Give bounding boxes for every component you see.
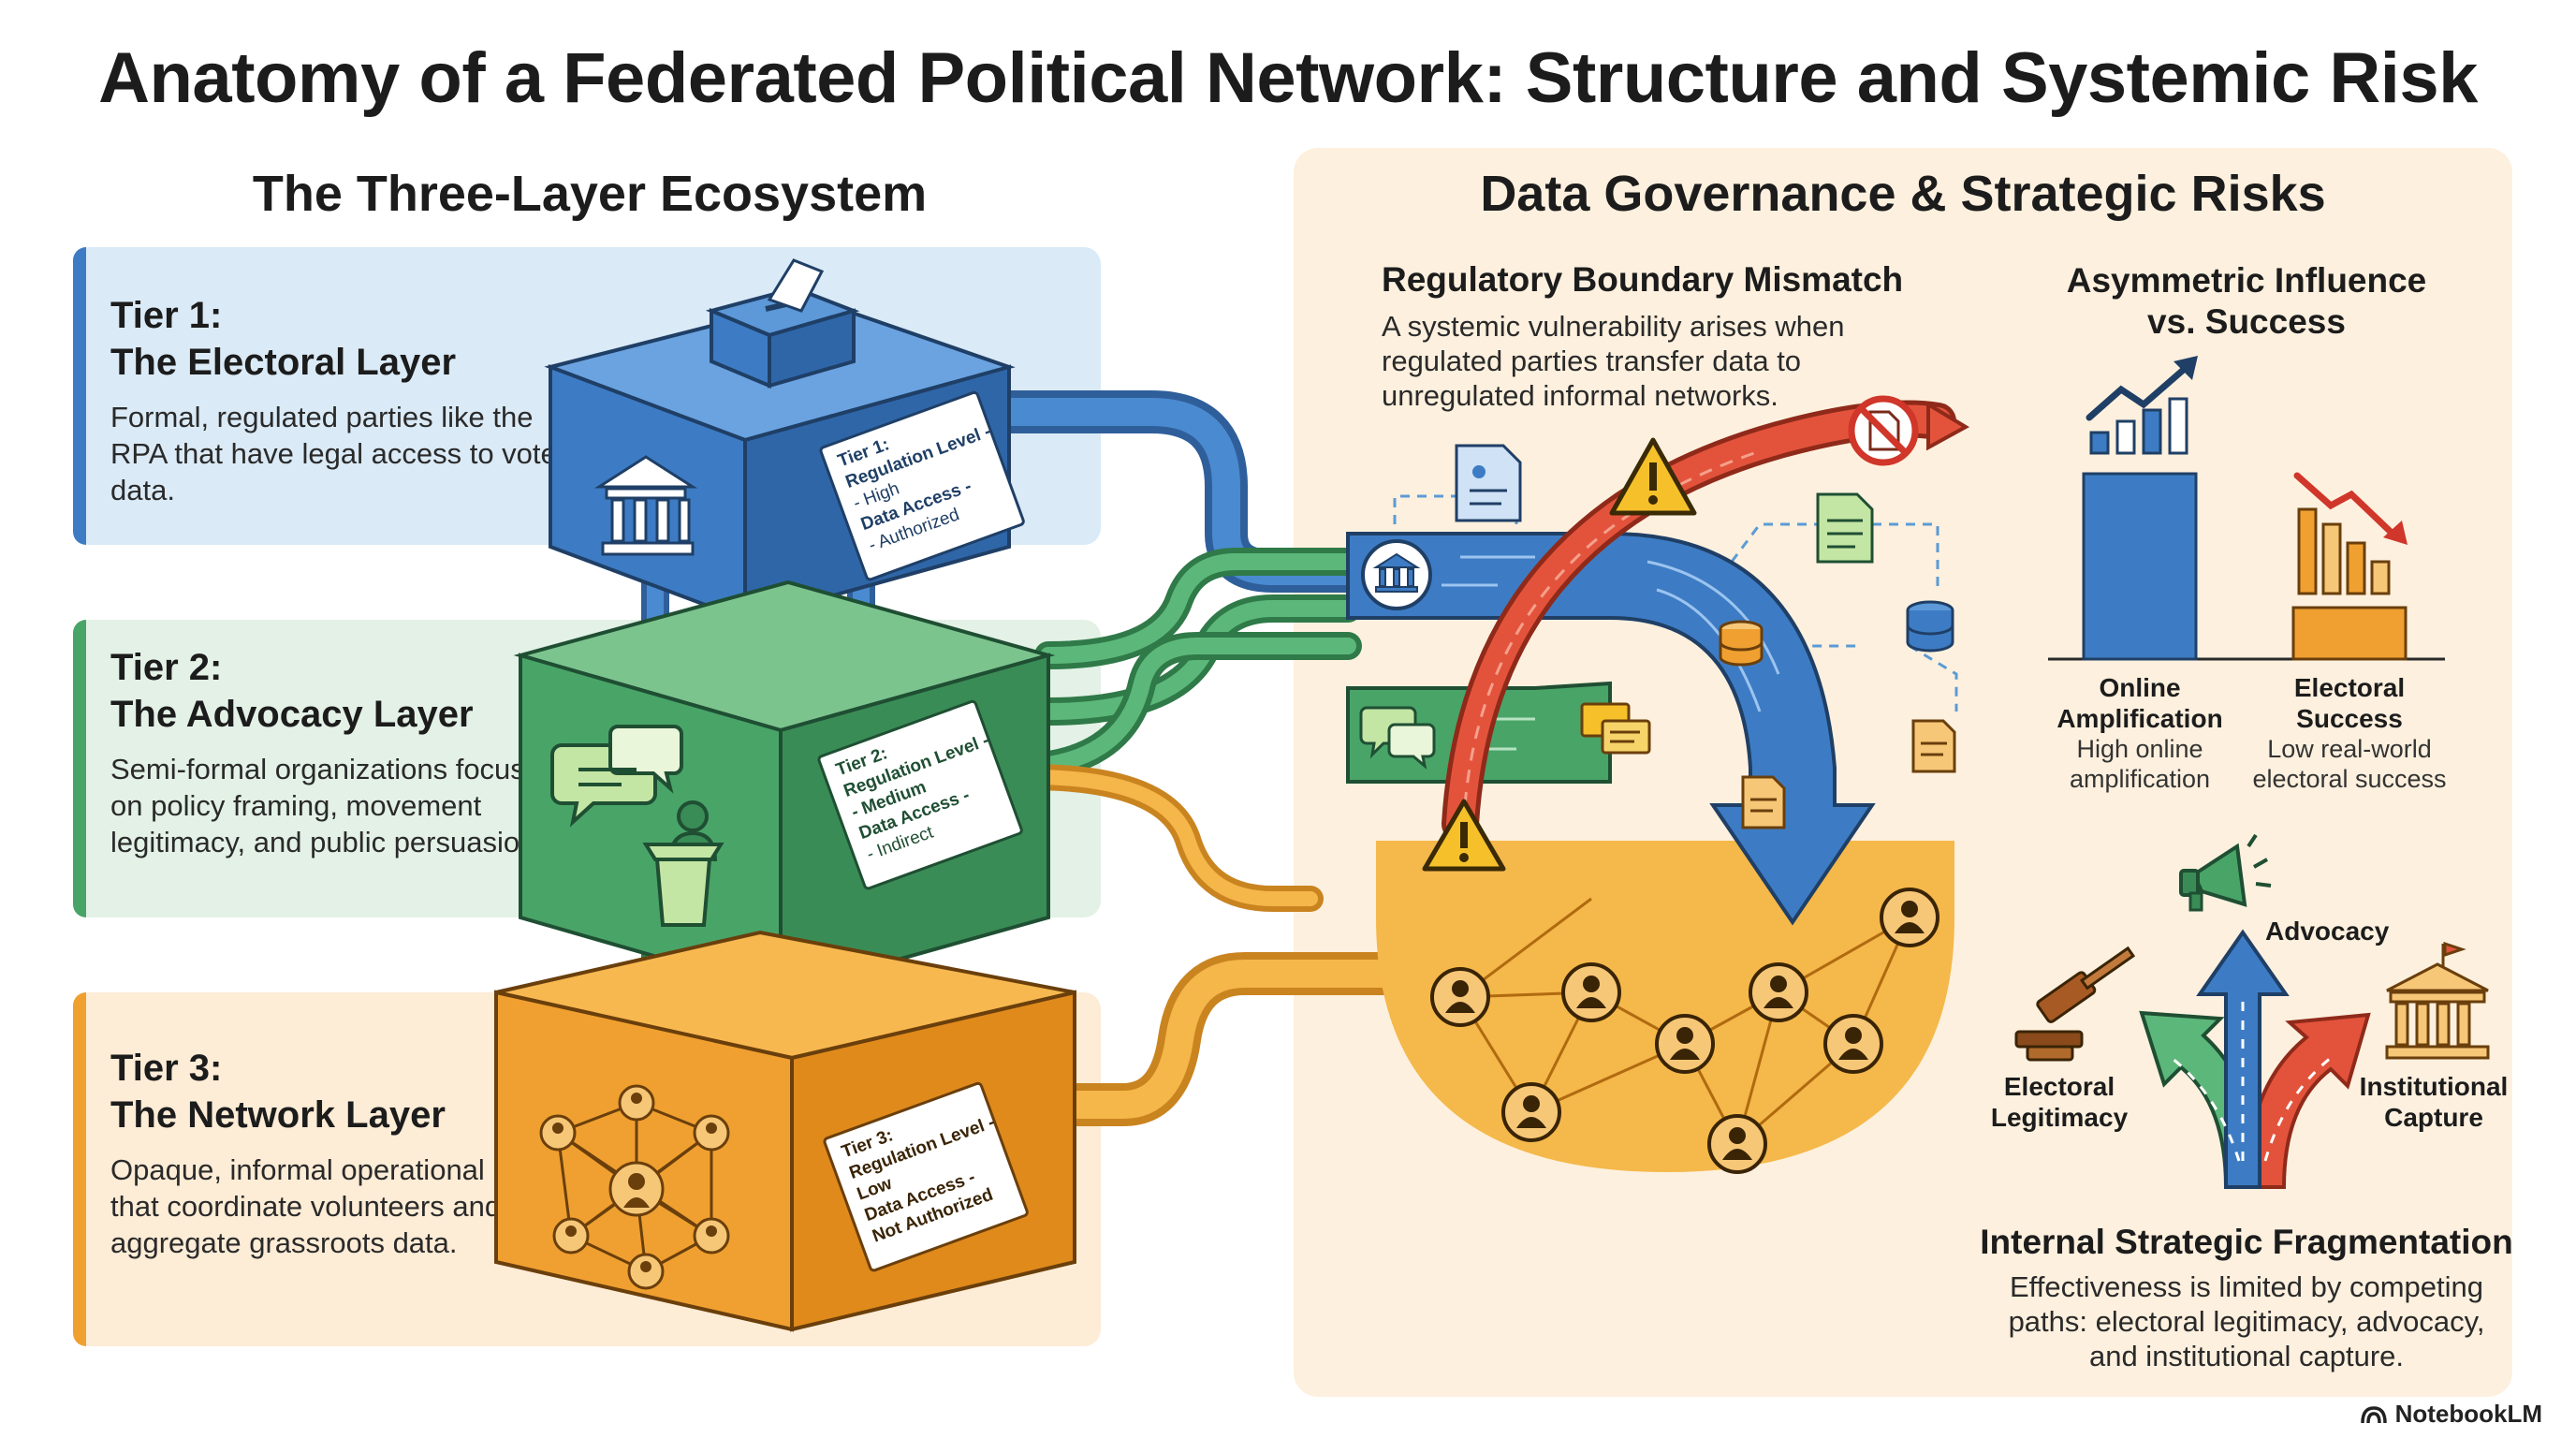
tier-3-tag: Tier 3: Regulation Level - Low Data Acce… [823,1081,1029,1272]
tier-2-description: Semi-formal organizations focused on pol… [110,753,558,858]
database-icon-blue [1906,600,1954,653]
chat-icon [1359,706,1436,770]
electoral-legitimacy-line-2: Legitimacy [1990,1103,2129,1132]
fragmentation-diagram [2014,833,2490,1189]
notebooklm-logo-icon [2360,1405,2387,1423]
tier-2-box: Tier 2: Regulation Level - - Medium Data… [513,580,1056,995]
page-title: Anatomy of a Federated Political Network… [98,38,2478,118]
electoral-label-line-2: Success [2296,704,2403,733]
online-amplification-caption: Online Amplification High online amplifi… [2037,672,2243,794]
tier-2-tag: Tier 2: Regulation Level - - Medium Data… [817,699,1023,890]
electoral-desc-line-2: electoral success [2252,765,2447,793]
no-data-transfer-icon [1848,395,1919,466]
brand-mark: NotebookLM [2360,1400,2542,1429]
document-icon-green [1816,492,1874,564]
network-person-heads [552,1093,717,1272]
document-icon-blue [1455,444,1522,522]
online-label-line-1: Online [2099,673,2181,702]
tier-3-number: Tier 3: [110,1048,223,1089]
tier-3-name: The Network Layer [110,1094,446,1136]
online-amplification-bar [2082,472,2198,661]
electoral-label-line-1: Electoral [2293,673,2406,702]
online-label-line-2: Amplification [2056,704,2223,733]
trend-up-icon [2086,356,2198,455]
institutional-capture-label: Institutional Capture [2340,1071,2527,1133]
electoral-success-caption: Electoral Success Low real-world elector… [2237,672,2462,794]
fragmentation-title: Internal Strategic Fragmentation [1980,1223,2513,1261]
mismatch-text: A systemic vulnerability arises when reg… [1382,310,1845,412]
speech-bubbles-icon [550,725,683,828]
tier-1-tag: Tier 1: Regulation Level - - High Data A… [819,390,1025,581]
electoral-legitimacy-label: Electoral Legitimacy [1975,1071,2144,1133]
institutional-capture-line-1: Institutional [2359,1072,2509,1101]
electoral-success-bar [2291,606,2408,661]
network-basin [1376,841,1954,1174]
podium-speaker-icon [642,800,724,927]
institution-icon [593,455,698,556]
advocacy-label: Advocacy [2265,917,2390,946]
fragmentation-text-line-3: and institutional capture. [2088,1340,2405,1372]
institution-building-icon [2385,941,2490,1060]
brand-name: NotebookLM [2394,1400,2542,1428]
electoral-desc-line-1: Low real-world [2267,735,2432,763]
tier-1-number: Tier 1: [110,295,223,336]
ballot-box-icon [705,258,860,389]
tier-2-name: The Advocacy Layer [110,694,474,735]
trend-down-icon [2293,472,2408,595]
document-icon-orange-2 [1741,775,1786,829]
institutional-capture-line-2: Capture [2384,1103,2483,1132]
tier-1-name: The Electoral Layer [110,342,457,383]
mismatch-title: Regulatory Boundary Mismatch [1382,260,1904,299]
database-icon-orange [1719,620,1764,667]
tier-1-description: Formal, regulated parties like the RPA t… [110,401,567,506]
electoral-legitimacy-line-1: Electoral [2003,1072,2115,1101]
warning-icon-top [1609,437,1697,516]
gavel-icon [2014,946,2136,1062]
warning-icon-bottom [1422,799,1506,872]
left-section-heading: The Three-Layer Ecosystem [252,166,928,222]
tier-2-number: Tier 2: [110,647,223,688]
right-section-heading: Data Governance & Strategic Risks [1480,166,2326,222]
online-desc-line-2: amplification [2069,765,2211,793]
megaphone-icon [2179,833,2272,912]
asymmetric-title: Asymmetric Influence vs. Success [2022,260,2471,343]
data-cards-icon [1580,702,1651,755]
asymmetric-title-line-1: Asymmetric Influence [2066,261,2427,300]
document-icon-orange-1 [1911,719,1956,773]
tier-1-box: Tier 1: Regulation Level - - High Data A… [544,258,1025,623]
fragmentation-text-line-2: paths: electoral legitimacy, advocacy, [2008,1305,2485,1338]
asymmetric-title-line-2: vs. Success [2147,302,2346,341]
tier-3-box: Tier 3: Regulation Level - Low Data Acce… [494,930,1076,1332]
online-desc-line-1: High online [2076,735,2203,763]
fragmentation-text-line-1: Effectiveness is limited by competing [2010,1270,2483,1303]
tier-3-description: Opaque, informal operational nodes that … [110,1153,572,1259]
asymmetric-chart [2048,356,2445,661]
fragmentation-text: Effectiveness is limited by competing pa… [1975,1269,2518,1373]
